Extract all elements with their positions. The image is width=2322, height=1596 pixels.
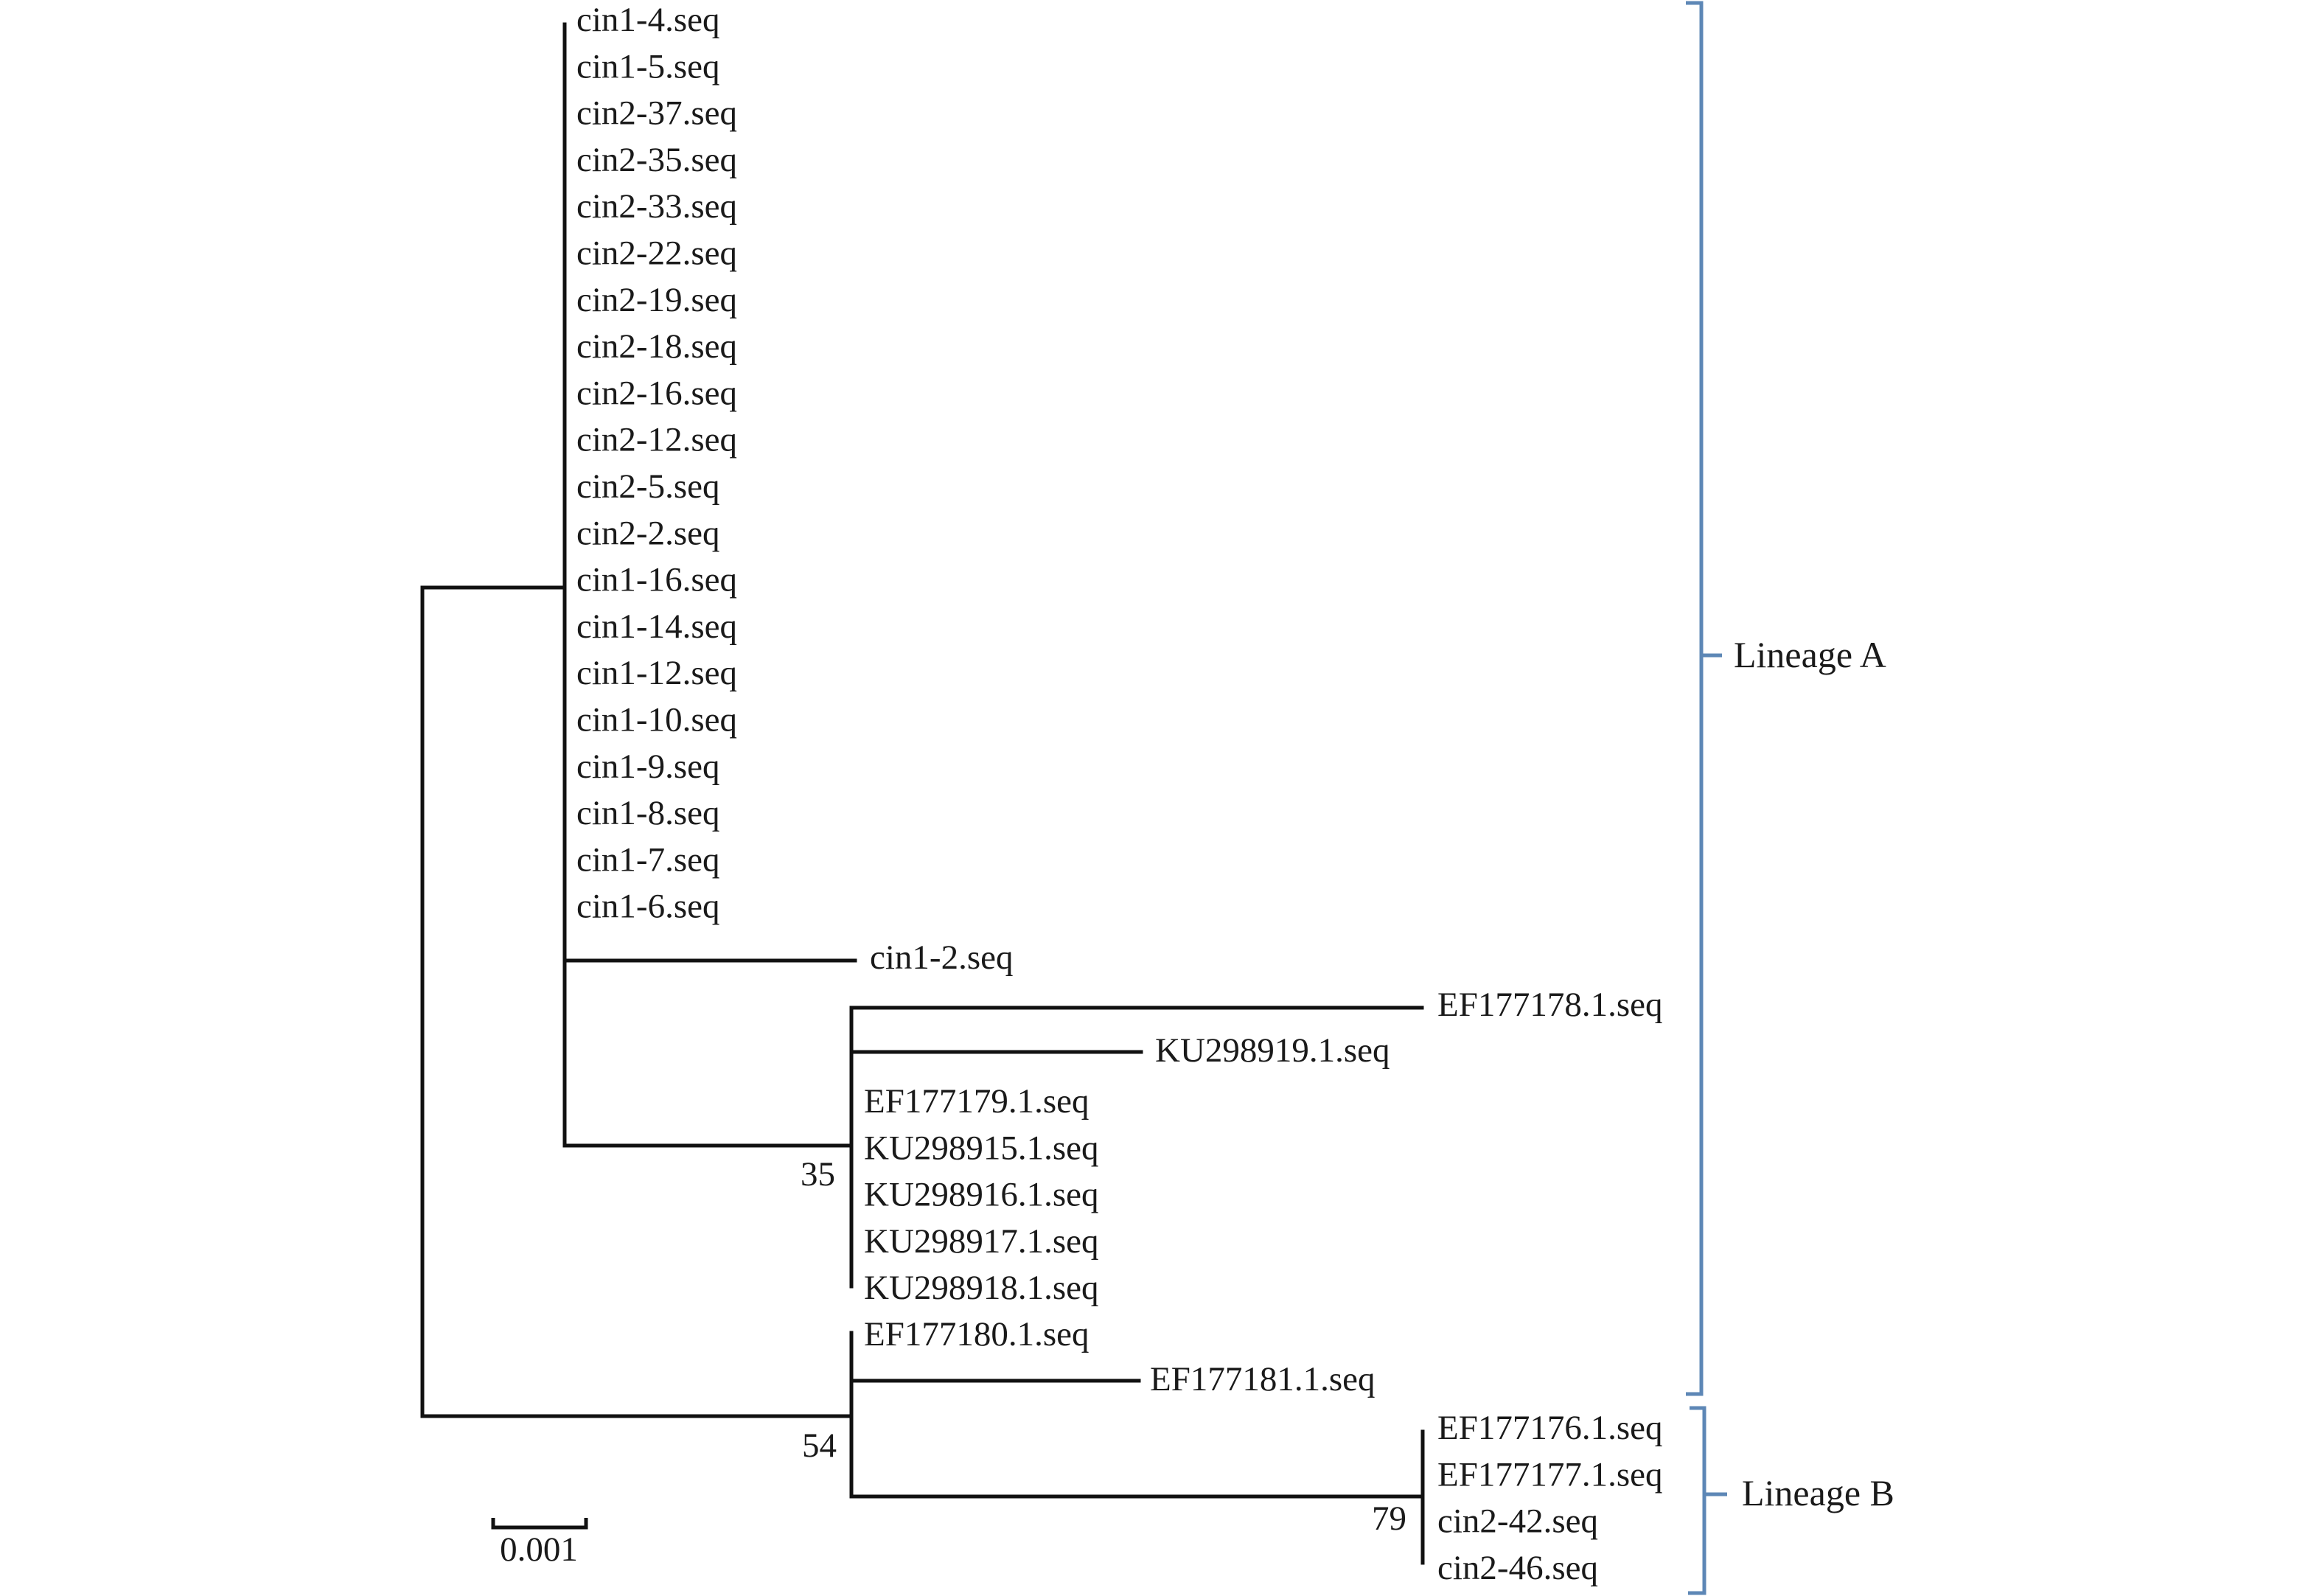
- taxon-label: cin1-14.seq: [576, 607, 737, 646]
- taxon-label: cin1-2.seq: [870, 938, 1013, 977]
- taxon-label: cin1-10.seq: [576, 701, 737, 739]
- taxon-label: cin2-33.seq: [576, 187, 737, 226]
- taxon-label: EF177178.1.seq: [1437, 986, 1663, 1024]
- lineage-a-label: Lineage A: [1734, 634, 1886, 675]
- scale-bar-line: [491, 1518, 588, 1530]
- taxon-label: cin2-46.seq: [1437, 1549, 1598, 1587]
- taxon-label: cin2-37.seq: [576, 94, 737, 133]
- taxon-label: cin2-35.seq: [576, 141, 737, 179]
- taxon-labels: cin1-4.seq cin1-5.seq cin2-37.seq cin2-35.s…: [576, 1, 1663, 1587]
- lineage-b-bracket: Lineage B: [1688, 1406, 1894, 1595]
- taxon-label: EF177181.1.seq: [1150, 1360, 1376, 1398]
- bootstrap-labels: 35 54 79: [801, 1155, 1406, 1538]
- taxon-label: EF177179.1.seq: [864, 1082, 1089, 1121]
- taxon-label: cin2-22.seq: [576, 234, 737, 273]
- taxon-label: cin2-18.seq: [576, 327, 737, 366]
- taxon-label: cin1-16.seq: [576, 561, 737, 599]
- taxon-label: KU298917.1.seq: [864, 1222, 1099, 1261]
- taxon-label: cin1-6.seq: [576, 888, 719, 926]
- taxon-label: EF177180.1.seq: [864, 1315, 1089, 1353]
- bootstrap-label-35: 35: [801, 1155, 835, 1193]
- taxon-label: cin1-7.seq: [576, 840, 719, 879]
- taxon-label: cin2-12.seq: [576, 421, 737, 459]
- taxon-label: KU298915.1.seq: [864, 1129, 1099, 1167]
- taxon-label: cin2-2.seq: [576, 514, 719, 552]
- taxon-label: cin1-4.seq: [576, 1, 719, 39]
- taxon-label: cin1-5.seq: [576, 47, 719, 86]
- taxon-label: EF177177.1.seq: [1437, 1455, 1663, 1494]
- bootstrap-label-79: 79: [1372, 1499, 1406, 1538]
- scale-bar-label: 0.001: [500, 1530, 578, 1569]
- bootstrap-label-54: 54: [802, 1426, 837, 1465]
- lineage-b-label: Lineage B: [1742, 1472, 1894, 1513]
- taxon-label: EF177176.1.seq: [1437, 1409, 1663, 1447]
- taxon-label: cin2-42.seq: [1437, 1502, 1598, 1541]
- scale-bar: 0.001: [491, 1518, 588, 1569]
- taxon-label: cin2-5.seq: [576, 467, 719, 506]
- taxon-label: cin2-16.seq: [576, 374, 737, 412]
- taxon-label: KU298918.1.seq: [864, 1269, 1099, 1307]
- taxon-label: cin2-19.seq: [576, 281, 737, 319]
- taxon-label: cin1-8.seq: [576, 794, 719, 832]
- lineage-b-bracket-line: [1688, 1406, 1706, 1595]
- taxon-label: cin1-9.seq: [576, 748, 719, 786]
- taxon-label: KU298916.1.seq: [864, 1176, 1099, 1214]
- lineage-a-bracket-line: [1686, 1, 1704, 1396]
- taxon-label: cin1-12.seq: [576, 654, 737, 692]
- taxon-label: KU298919.1.seq: [1155, 1031, 1390, 1070]
- lineage-a-bracket: Lineage A: [1686, 1, 1886, 1396]
- tree-branches: [420, 22, 1425, 1565]
